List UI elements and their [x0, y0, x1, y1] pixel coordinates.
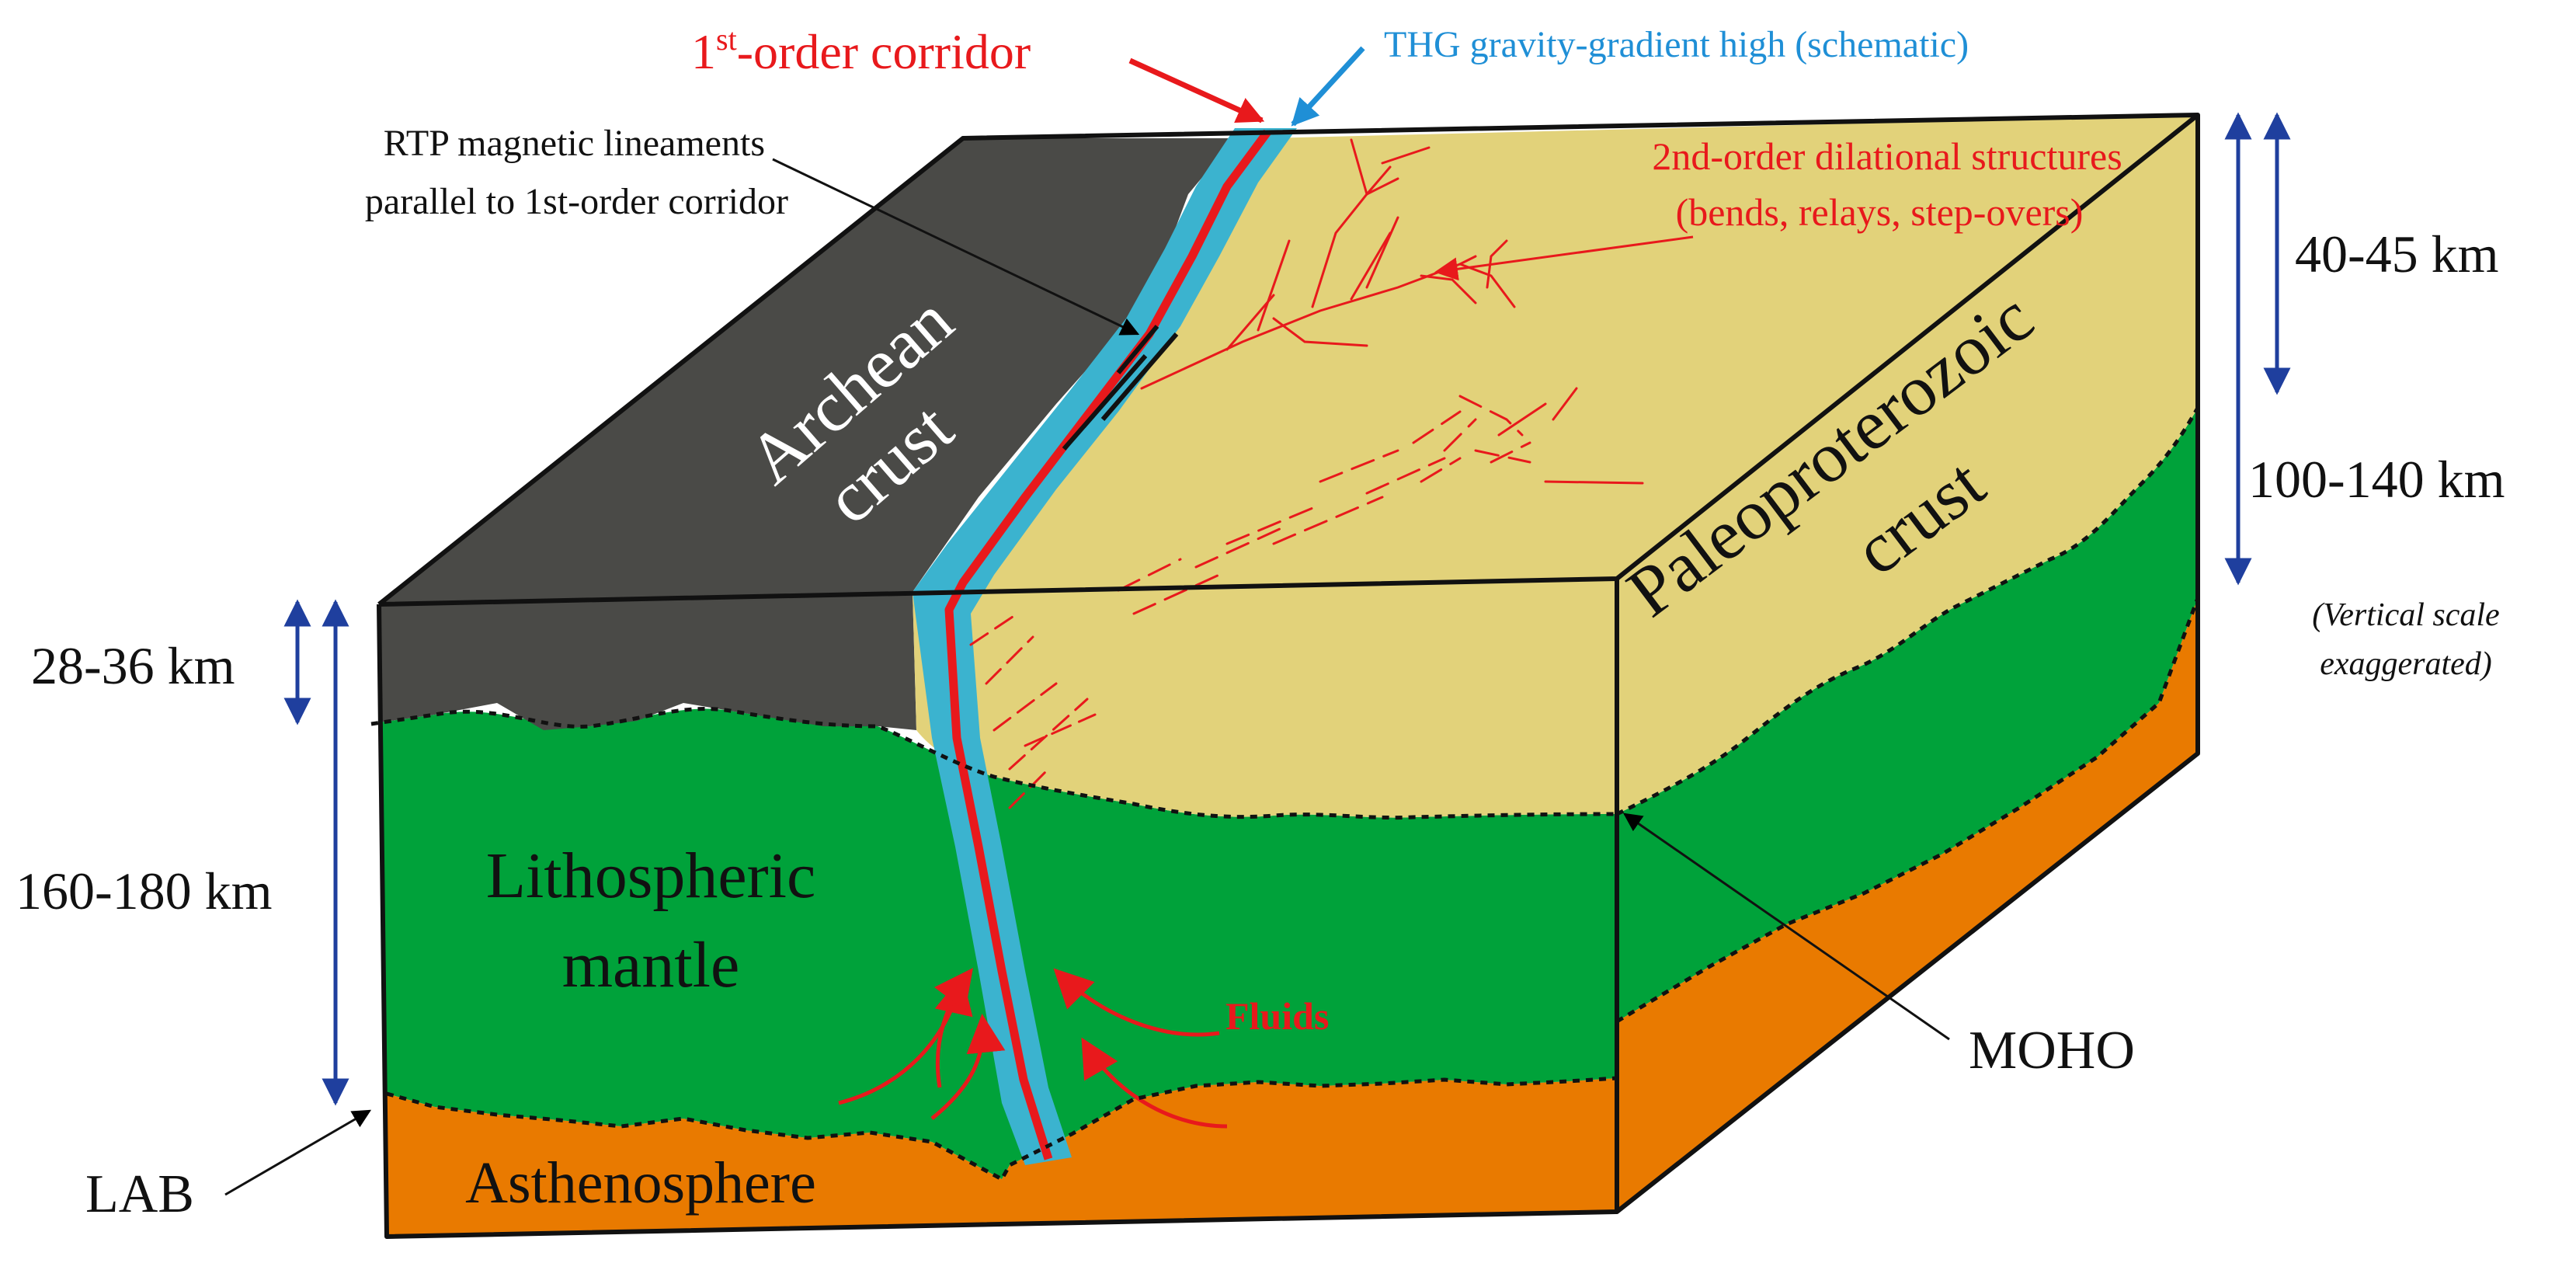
moho-line-front	[370, 707, 1618, 820]
first-order-fault-trace	[944, 129, 1271, 1160]
fluid-arrow	[1053, 968, 1220, 1037]
lab-label: LAB	[85, 1164, 194, 1224]
fluid-arrow	[930, 1014, 1006, 1120]
depth-label-paleo-crust: 40-45 km	[2295, 224, 2499, 284]
moho-label: MOHO	[1969, 1021, 2135, 1080]
scale-note-line2: exaggerated)	[2320, 646, 2492, 682]
lithospheric-mantle-label-line1: Lithospheric	[486, 840, 816, 912]
front-asthenosphere	[387, 1078, 1617, 1237]
second-order-structures	[969, 138, 1644, 809]
first-order-corridor	[913, 128, 1297, 1165]
rtp-label-line1: RTP magnetic lineaments	[384, 123, 765, 164]
right-face	[1617, 115, 2198, 1212]
lab-callout-arrow	[224, 1109, 372, 1196]
lithospheric-mantle-label-line2: mantle	[562, 929, 740, 1001]
corridor-callout-arrow	[1128, 57, 1265, 124]
rtp-lineaments	[1062, 325, 1179, 451]
boundaries	[370, 406, 2200, 1182]
second-order-callout-arrow	[1434, 235, 1694, 281]
block-outline	[377, 113, 2200, 1239]
rtp-callout-arrow	[772, 158, 1140, 336]
fluids-label: Fluids	[1225, 994, 1329, 1038]
front-paleoproterozoic-crust	[913, 579, 1617, 818]
top-archean-crust	[379, 138, 1235, 604]
top-paleoproterozoic-crust	[913, 115, 2198, 592]
scale-note-line1: (Vertical scale	[2312, 597, 2499, 633]
gravity-gradient-high-band	[913, 128, 1297, 1165]
depth-label-archean-lith: 160-180 km	[16, 861, 273, 920]
corridor-label: 1st-order corridor	[691, 22, 1031, 79]
lab-line-right	[1615, 597, 2200, 1024]
lab-line-front	[386, 1076, 1618, 1182]
fluid-arrows	[838, 967, 1228, 1129]
depth-label-paleo-lith: 100-140 km	[2248, 450, 2505, 509]
depth-label-archean-crust: 28-36 km	[31, 636, 235, 695]
thg-callout-arrow	[1291, 46, 1365, 127]
asthenosphere-label: Asthenosphere	[465, 1150, 816, 1216]
right-asthenosphere	[1617, 598, 2198, 1212]
moho-callout-arrow	[1623, 812, 1950, 1041]
fluid-arrow	[1081, 1037, 1228, 1129]
second-order-label-line1: 2nd-order dilational structures	[1652, 134, 2122, 178]
front-archean-crust	[379, 592, 916, 730]
fluid-arrow	[934, 967, 973, 1088]
top-face	[379, 115, 2198, 604]
second-order-label-line2: (bends, relays, step-overs)	[1676, 190, 2084, 234]
rtp-label-line2: parallel to 1st-order corridor	[365, 181, 788, 222]
thg-label: THG gravity-gradient high (schematic)	[1384, 24, 1969, 65]
depth-scales	[283, 112, 2291, 1106]
right-paleoproterozoic-crust	[1617, 115, 2198, 814]
right-lithospheric-mantle	[1617, 408, 2198, 1021]
moho-line-right	[1615, 406, 2200, 816]
callout-arrows	[224, 46, 1950, 1196]
